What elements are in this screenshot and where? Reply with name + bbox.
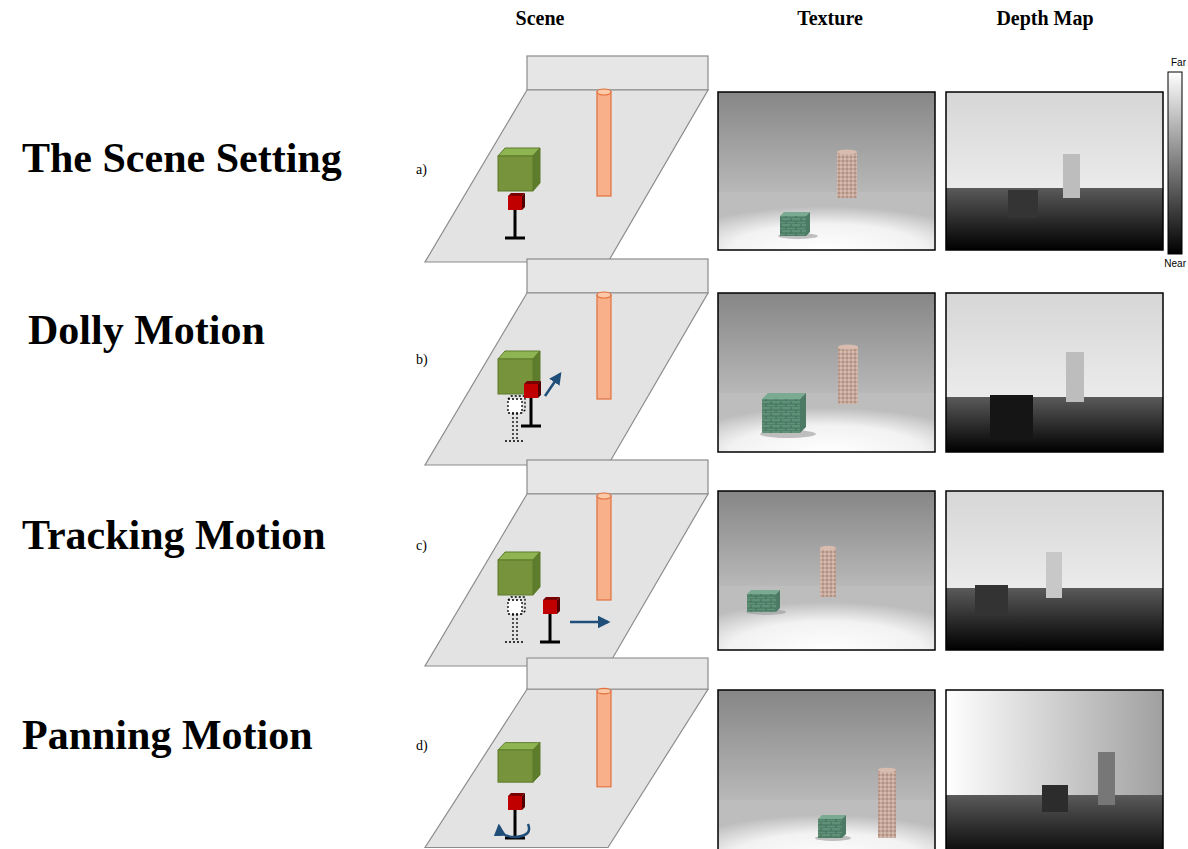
row-label: Tracking Motion [22, 514, 326, 556]
row-label: Panning Motion [22, 714, 313, 756]
scale-label: Far [1171, 58, 1186, 68]
panel-letter: d) [416, 739, 428, 753]
column-header: Texture [797, 8, 863, 28]
row-label: The Scene Setting [22, 137, 342, 179]
column-header: Scene [516, 8, 565, 28]
column-header: Depth Map [996, 8, 1093, 28]
panel-letter: a) [416, 163, 427, 177]
panel-letter: c) [416, 539, 427, 553]
panel-letter: b) [416, 353, 428, 367]
scale-label: Near [1164, 259, 1186, 269]
row-label: Dolly Motion [28, 309, 265, 351]
